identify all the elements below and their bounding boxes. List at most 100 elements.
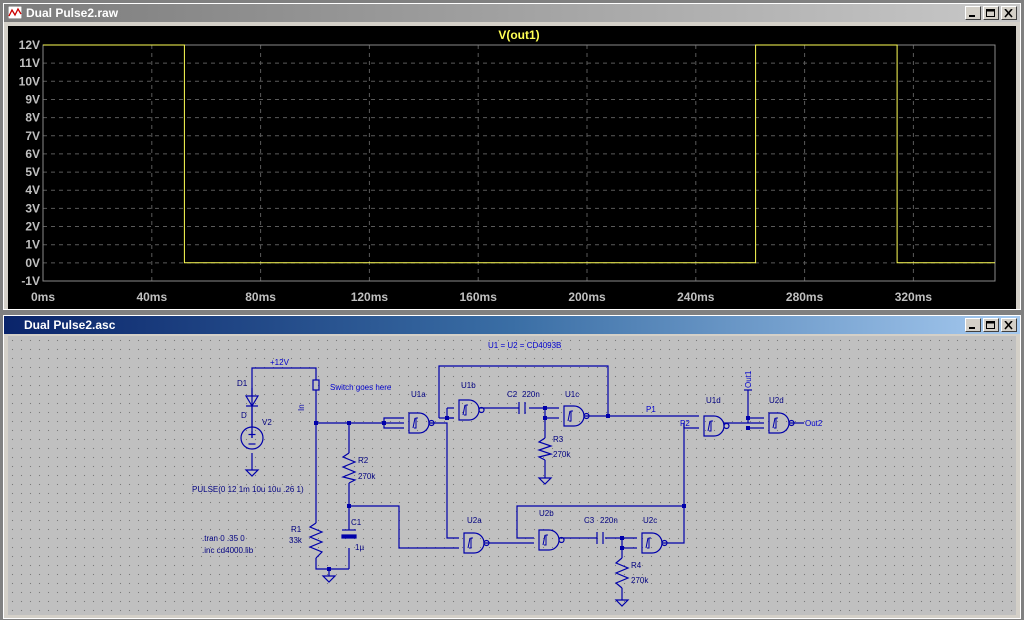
label-u2d[interactable]: U2d xyxy=(769,396,784,405)
x-tick-label: 240ms xyxy=(677,290,715,304)
minimize-icon xyxy=(969,327,975,329)
y-tick-label: 8V xyxy=(25,111,40,125)
label-r3[interactable]: R3 xyxy=(553,435,564,444)
label-r2[interactable]: R2 xyxy=(358,456,369,465)
close-button[interactable] xyxy=(1001,318,1017,332)
plot-frame xyxy=(42,44,996,282)
value-c3[interactable]: 220n xyxy=(600,516,618,525)
gate-u2b xyxy=(538,529,565,551)
x-tick-labels: 0ms 40ms 80ms 120ms 160ms 200ms 240ms 280ms 320m… xyxy=(31,290,932,304)
x-tick-label: 320ms xyxy=(895,290,933,304)
maximize-button[interactable] xyxy=(983,318,999,332)
close-icon xyxy=(1004,321,1013,330)
x-tick-label: 160ms xyxy=(460,290,498,304)
close-button[interactable] xyxy=(1001,6,1017,20)
y-tick-labels: 12V 11V 10V 9V 8V 7V 6V 5V 4V 3V 2V 1V 0V -1V xyxy=(19,38,40,288)
y-tick-label: 11V xyxy=(19,56,40,70)
schematic-wires xyxy=(251,365,804,600)
value-r4[interactable]: 270k xyxy=(631,576,649,585)
waveform-titlebar[interactable]: Dual Pulse2.raw xyxy=(4,4,1020,22)
trace-vout1[interactable] xyxy=(43,44,995,264)
waveform-chart[interactable]: 12V 11V 10V 9V 8V 7V 6V 5V 4V 3V 2V 1V 0V -1V 0ms 40ms… xyxy=(8,26,1016,309)
minimize-button[interactable] xyxy=(965,6,981,20)
label-u1c[interactable]: U1c xyxy=(565,390,579,399)
label-c1[interactable]: C1 xyxy=(351,518,362,527)
junctions xyxy=(314,406,750,571)
gate-u1b xyxy=(458,399,485,421)
inc-directive[interactable]: .inc cd4000.lib xyxy=(202,546,254,555)
y-tick-label: 3V xyxy=(25,201,40,215)
maximize-icon xyxy=(986,321,995,329)
y-tick-label: 9V xyxy=(25,92,40,106)
waveform-window[interactable]: Dual Pulse2.raw 12V 11V 10V 9V 8V 7V 6V 5V 4V 3V 2… xyxy=(3,3,1021,310)
supply-label[interactable]: +12V xyxy=(270,358,290,367)
switch-terminal xyxy=(312,379,320,391)
net-label-in[interactable]: In xyxy=(297,404,306,411)
y-tick-label: 12V xyxy=(19,38,40,52)
value-c2[interactable]: 220n xyxy=(522,390,540,399)
close-icon xyxy=(1004,9,1013,18)
schematic-drawing[interactable]: U1 = U2 = CD4093B +12V Switch goes here … xyxy=(8,336,1016,615)
tran-directive[interactable]: .tran 0 .35 0 xyxy=(202,534,245,543)
y-tick-label: -1V xyxy=(21,274,40,288)
capacitors xyxy=(341,402,604,544)
label-u1b[interactable]: U1b xyxy=(461,381,476,390)
label-r4[interactable]: R4 xyxy=(631,561,642,570)
source-label-v2[interactable]: V2 xyxy=(262,418,272,427)
label-u1a[interactable]: U1a xyxy=(411,390,426,399)
net-label-p1[interactable]: P1 xyxy=(646,405,656,414)
pulse-spec[interactable]: PULSE(0 12 1m 10u 10u .26 1) xyxy=(192,485,304,494)
x-tick-label: 120ms xyxy=(351,290,389,304)
maximize-button[interactable] xyxy=(983,6,999,20)
value-r1[interactable]: 33k xyxy=(289,536,303,545)
gate-u1d xyxy=(703,415,730,437)
y-tick-label: 0V xyxy=(25,256,40,270)
x-tick-label: 280ms xyxy=(786,290,824,304)
y-tick-label: 7V xyxy=(25,129,40,143)
x-tick-label: 0ms xyxy=(31,290,55,304)
y-tick-label: 6V xyxy=(25,147,40,161)
value-r3[interactable]: 270k xyxy=(553,450,571,459)
net-label-out2[interactable]: Out2 xyxy=(805,419,823,428)
value-c1[interactable]: 1µ xyxy=(355,543,364,552)
plot-grid xyxy=(43,45,995,281)
label-u2c[interactable]: U2c xyxy=(643,516,657,525)
x-tick-label: 40ms xyxy=(136,290,167,304)
x-tick-label: 80ms xyxy=(245,290,276,304)
y-tick-label: 2V xyxy=(25,220,40,234)
y-tick-label: 5V xyxy=(25,165,40,179)
y-tick-label: 1V xyxy=(25,238,40,252)
net-label-p2[interactable]: P2 xyxy=(680,419,690,428)
label-c2[interactable]: C2 xyxy=(507,390,518,399)
ground-symbols xyxy=(244,469,630,607)
schematic-titlebar[interactable]: Dual Pulse2.asc xyxy=(4,316,1020,334)
diode-d1 xyxy=(244,388,260,416)
resistors xyxy=(308,437,630,589)
maximize-icon xyxy=(986,9,995,17)
value-r2[interactable]: 270k xyxy=(358,472,376,481)
diode-label-d1[interactable]: D1 xyxy=(237,379,248,388)
y-tick-label: 4V xyxy=(25,183,40,197)
minimize-icon xyxy=(969,15,975,17)
schematic-labels: U1 = U2 = CD4093B +12V Switch goes here … xyxy=(192,341,823,585)
voltage-source-v2 xyxy=(240,416,264,450)
label-u2a[interactable]: U2a xyxy=(467,516,482,525)
x-tick-label: 200ms xyxy=(568,290,606,304)
schematic-window-title: Dual Pulse2.asc xyxy=(24,318,116,332)
waveform-window-title: Dual Pulse2.raw xyxy=(26,6,119,20)
label-u1d[interactable]: U1d xyxy=(706,396,721,405)
trace-label[interactable]: V(out1) xyxy=(498,28,539,42)
header-note: U1 = U2 = CD4093B xyxy=(488,341,561,350)
schematic-window[interactable]: Dual Pulse2.asc xyxy=(3,315,1021,619)
waveform-plot[interactable]: 12V 11V 10V 9V 8V 7V 6V 5V 4V 3V 2V 1V 0V -1V 0ms 40ms… xyxy=(8,26,1016,309)
y-tick-label: 10V xyxy=(19,74,40,88)
schematic-canvas[interactable]: U1 = U2 = CD4093B +12V Switch goes here … xyxy=(8,336,1016,615)
minimize-button[interactable] xyxy=(965,318,981,332)
net-label-out1[interactable]: Out1 xyxy=(744,370,753,388)
label-u2b[interactable]: U2b xyxy=(539,509,554,518)
diode-model-label[interactable]: D xyxy=(241,411,247,420)
label-c3[interactable]: C3 xyxy=(584,516,595,525)
switch-note[interactable]: Switch goes here xyxy=(330,383,392,392)
label-r1[interactable]: R1 xyxy=(291,525,302,534)
waveform-app-icon xyxy=(8,6,22,19)
